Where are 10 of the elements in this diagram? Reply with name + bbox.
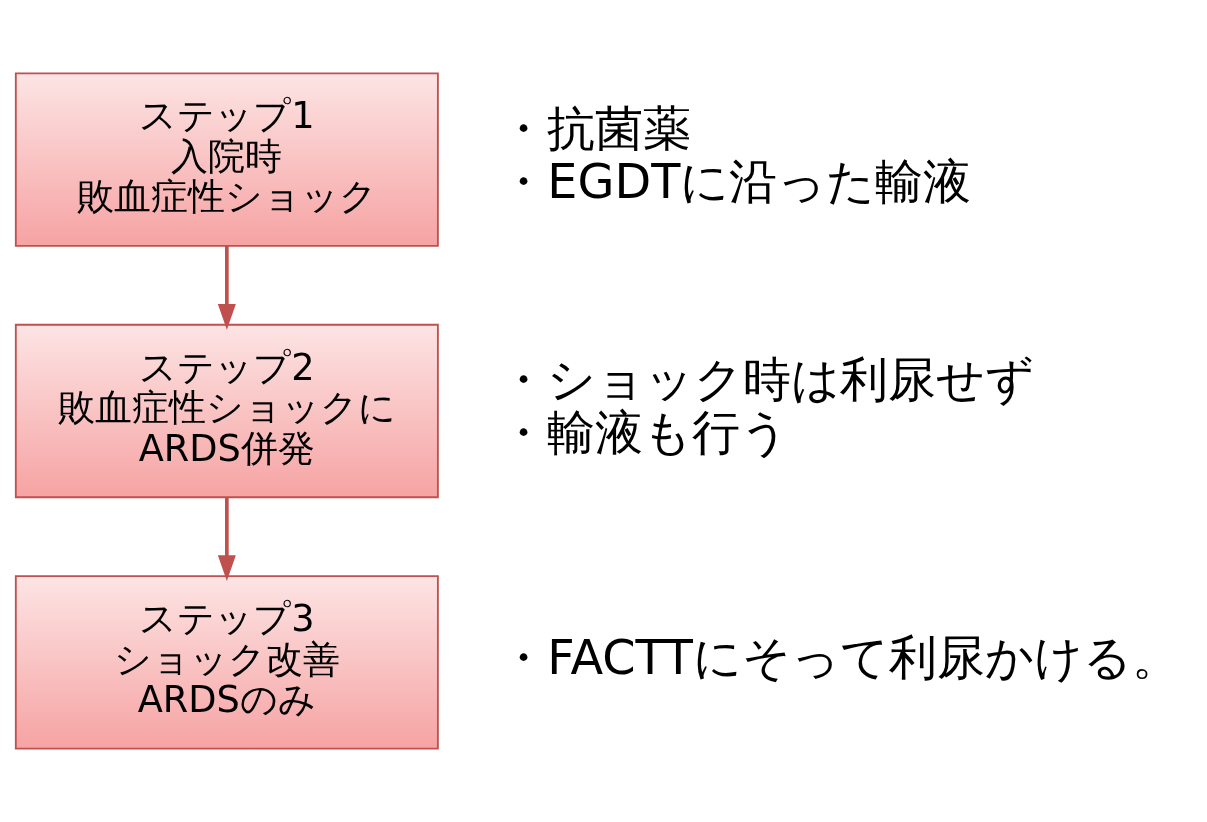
node-label: ・ショック時は利尿せず — [499, 351, 1035, 407]
node-box: ステップ1 入院時 敗血症性ショック — [14, 72, 439, 247]
node-label: ・EGDTに沿った輸液 — [499, 153, 972, 209]
node-box: ステップ3 ショック改善 ARDSのみ — [14, 575, 439, 750]
node-label: ・抗菌薬 — [499, 100, 692, 156]
node-label: ・輸液も行う — [499, 405, 790, 461]
arrow — [217, 246, 236, 330]
node-box: ステップ2 敗血症性ショックに ARDS併発 — [14, 323, 439, 499]
arrow — [217, 497, 236, 582]
node-label: ・FACTTにそって利尿かける。 — [499, 629, 1180, 685]
